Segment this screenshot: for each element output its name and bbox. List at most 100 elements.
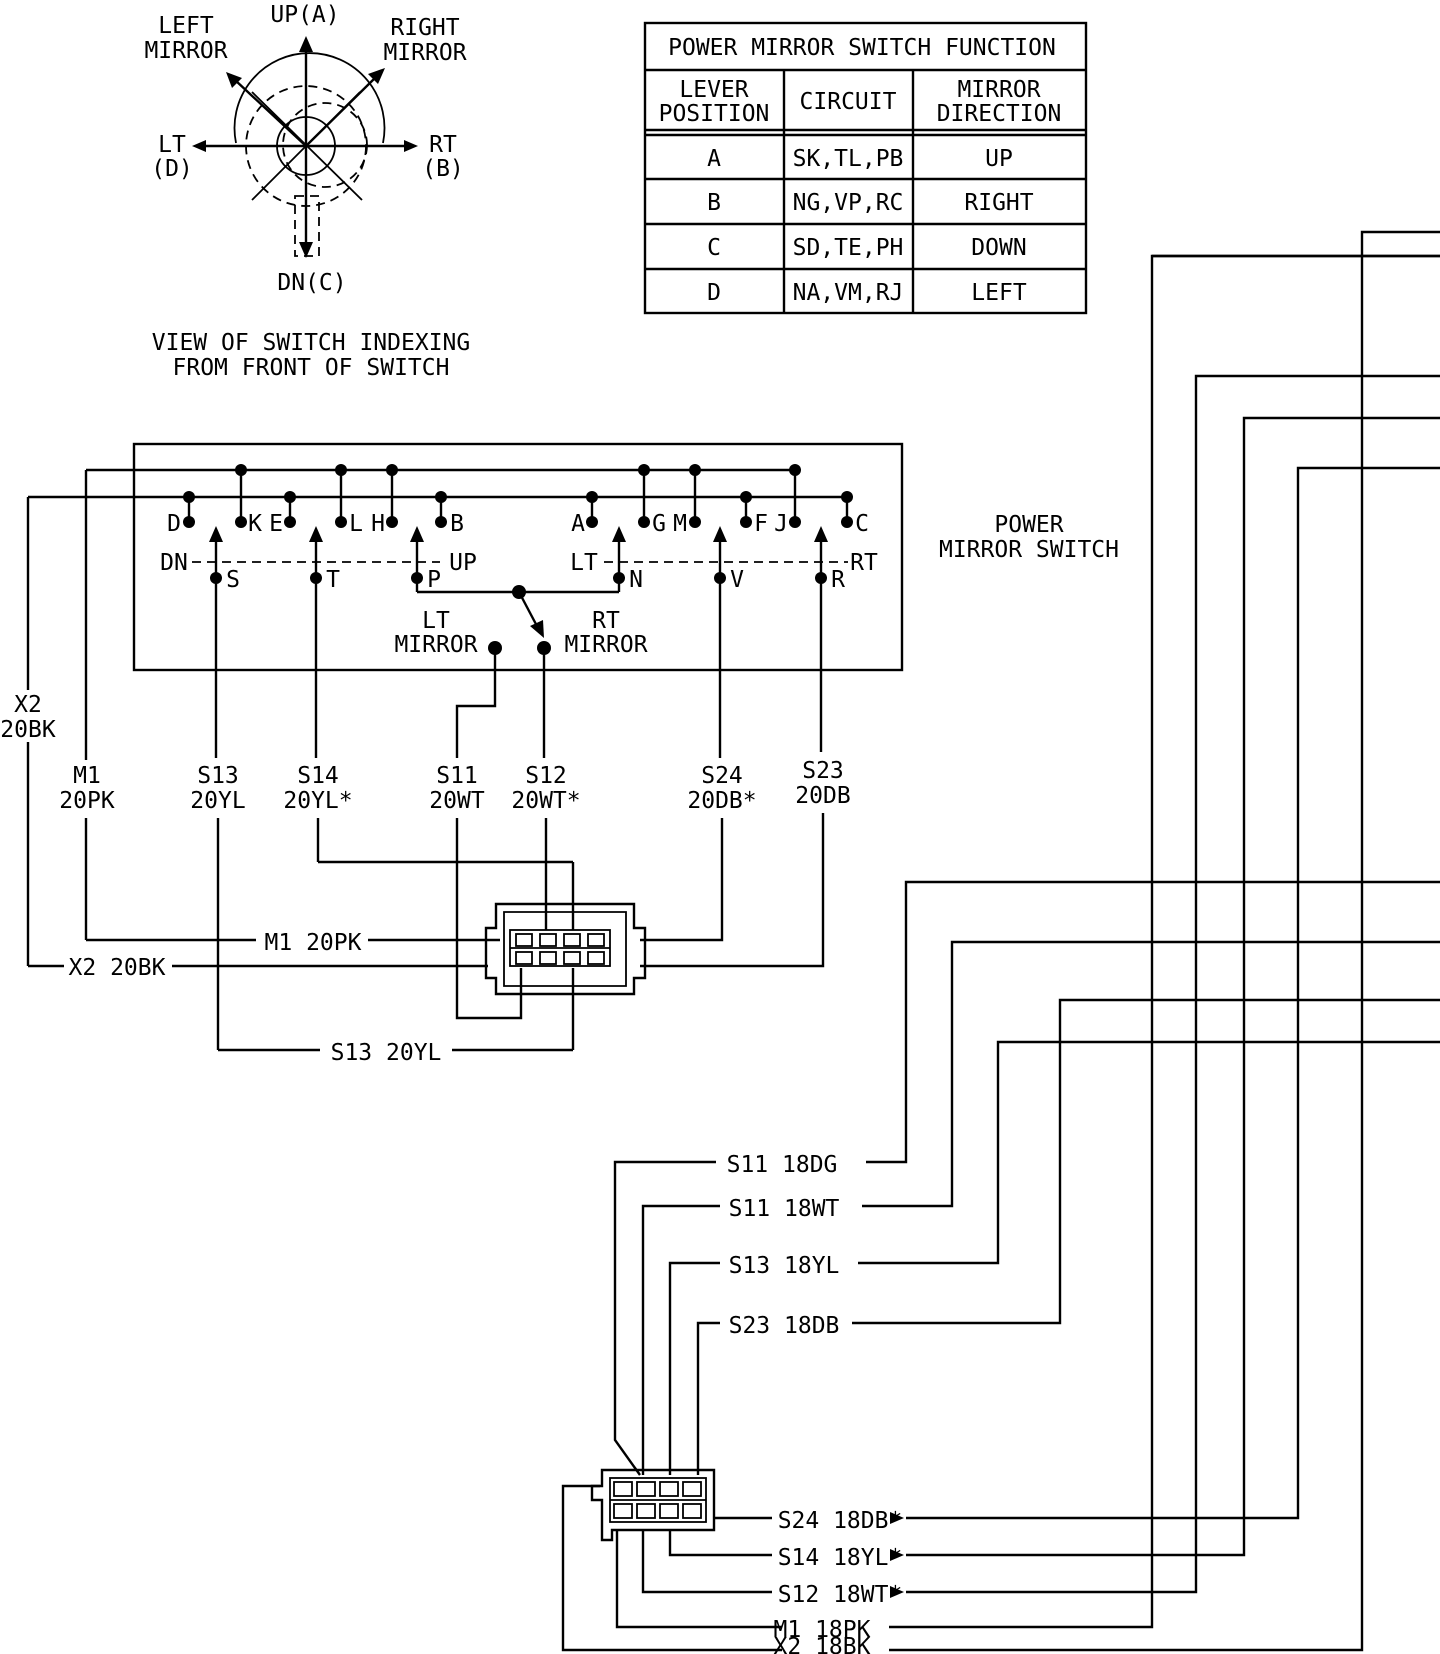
switch-wires: X2 20BK X2 20BK M1 20PK M1 20PK S13 20YL… — [0, 470, 851, 1066]
connector-pin — [587, 951, 605, 965]
table-header-direction-2: DIRECTION — [937, 101, 1062, 127]
terminal-label: L — [349, 511, 363, 537]
harness-wire-s14-yl — [668, 1530, 772, 1557]
harness-label: X2 18BK — [774, 1634, 871, 1654]
harness-label: S14 18YL* — [778, 1545, 903, 1571]
arrow-rt-head — [404, 140, 418, 152]
lt-mirror-label-1: LT — [422, 608, 450, 634]
wire-label: S13 — [197, 763, 239, 789]
harness-wire-s13-yl — [668, 1261, 720, 1475]
index-caption-1: VIEW OF SWITCH INDEXING — [152, 330, 471, 356]
harness-connector — [590, 1468, 716, 1542]
table-cell: A — [707, 146, 721, 172]
connector-inner — [503, 911, 627, 987]
wire-label: 20WT* — [511, 788, 580, 814]
harness-wire-s12-wt — [906, 374, 1440, 1594]
harness-arrow — [890, 1586, 904, 1598]
connector-pin — [636, 1503, 656, 1519]
lt-mirror-label-2: MIRROR — [394, 632, 477, 658]
wire-s11 — [455, 818, 523, 1020]
selector-arm-head — [530, 620, 544, 638]
harness-label: S11 18DG — [727, 1152, 838, 1178]
wire-label: 20DB — [795, 783, 850, 809]
switch-up-label: UP — [449, 550, 477, 576]
switch-connector — [484, 902, 647, 996]
wire-label: 20WT — [429, 788, 485, 814]
switch-title-2: MIRROR SWITCH — [939, 537, 1119, 563]
wire-label: M1 — [73, 763, 101, 789]
index-rt-label-2: (B) — [422, 156, 464, 182]
connector-outline — [484, 902, 647, 996]
harness-label: S24 18DB* — [778, 1508, 903, 1534]
power-mirror-switch: POWER MIRROR SWITCH — [28, 442, 1119, 672]
rt-mirror-label-1: RT — [592, 608, 620, 634]
arrow-down-head — [299, 242, 313, 258]
terminal-dot — [740, 516, 752, 528]
connector-pin — [636, 1481, 656, 1497]
wire-s24 — [640, 818, 724, 942]
terminal-label: E — [269, 511, 283, 537]
terminal-dot — [386, 516, 398, 528]
harness-wire-s14-yl — [906, 416, 1440, 1557]
wire-label: S23 — [802, 758, 844, 784]
rt-mirror-label-2: MIRROR — [564, 632, 647, 658]
table-cell: NG,VP,RC — [793, 190, 904, 216]
connector-pin — [563, 951, 581, 965]
wire-label: 20PK — [59, 788, 115, 814]
terminal-dot — [235, 516, 247, 528]
harness-wire-s11-dg — [866, 880, 1440, 1164]
harness-label: S23 18DB — [729, 1313, 840, 1339]
terminal-label: B — [450, 511, 464, 537]
terminal-label: P — [427, 567, 441, 593]
harness-connector-outline — [590, 1468, 716, 1542]
terminal-label: N — [629, 567, 643, 593]
switch-lt-label: LT — [570, 550, 598, 576]
harness-wire-s23-db — [852, 998, 1440, 1325]
index-rt-label-1: RT — [429, 132, 457, 158]
switch-rt-label: RT — [850, 550, 878, 576]
wire-s23 — [640, 813, 825, 968]
index-left-mirror-label-1: LEFT — [158, 13, 214, 39]
harness-label: M1 18PK — [774, 1617, 871, 1643]
index-lt-label-2: (D) — [151, 156, 193, 182]
index-up-label: UP(A) — [270, 2, 339, 28]
terminal-dot — [689, 516, 701, 528]
terminal-dot — [841, 516, 853, 528]
table-cell: DOWN — [971, 235, 1026, 261]
table-title: POWER MIRROR SWITCH FUNCTION — [668, 35, 1056, 61]
arrow-lt-head — [192, 140, 206, 152]
connector-pin — [613, 1481, 633, 1497]
contact-arrow-head — [410, 526, 424, 542]
connector-pin — [682, 1503, 702, 1519]
connector-pin — [613, 1503, 633, 1519]
terminal-dot — [284, 516, 296, 528]
switch-box — [132, 442, 904, 672]
index-left-mirror-label-2: MIRROR — [144, 38, 227, 64]
wire-label: M1 20PK — [265, 930, 362, 956]
table-cell: SK,TL,PB — [793, 146, 904, 172]
function-table: POWER MIRROR SWITCH FUNCTION LEVER POSIT… — [643, 21, 1088, 315]
terminal-label: D — [167, 511, 181, 537]
connector-pin — [587, 933, 605, 947]
arrow-left-mirror — [234, 79, 307, 147]
table-header-lever-1: LEVER — [679, 77, 748, 103]
switch-title-1: POWER — [994, 512, 1063, 538]
harness-arrow — [890, 1549, 904, 1561]
terminal-label: R — [831, 567, 845, 593]
connector-pin — [515, 933, 533, 947]
table-header-lever-2: POSITION — [659, 101, 770, 127]
connector-pin — [659, 1481, 679, 1497]
terminal-label: A — [571, 511, 585, 537]
connector-pin — [682, 1481, 702, 1497]
wire-label: S12 — [525, 763, 567, 789]
index-lt-label-1: LT — [158, 132, 186, 158]
table-cell: SD,TE,PH — [793, 235, 904, 261]
table-border — [643, 21, 1088, 315]
contact-arrow-head — [612, 526, 626, 542]
switch-indexing-view: UP(A) LEFT MIRROR RIGHT MIRROR LT (D) RT… — [144, 2, 470, 381]
harness-wire-x2-bk — [889, 230, 1440, 1652]
wire-label: S14 — [297, 763, 339, 789]
harness-wire-s23-db — [696, 1321, 720, 1475]
index-right-mirror-label-1: RIGHT — [390, 15, 459, 41]
